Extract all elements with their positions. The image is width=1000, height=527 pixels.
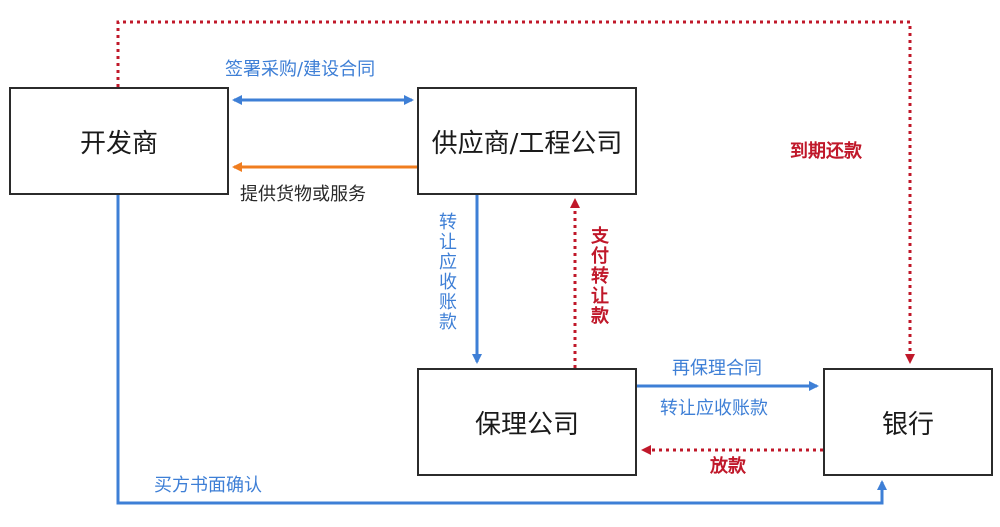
label-sign-contract: 签署采购/建设合同 (225, 59, 376, 80)
label-loan: 放款 (710, 456, 746, 477)
label-provide-goods: 提供货物或服务 (240, 184, 366, 205)
node-supplier: 供应商/工程公司 (417, 87, 637, 195)
node-developer: 开发商 (9, 87, 229, 195)
label-refactor-contract: 再保理合同 (672, 358, 762, 379)
label-pay-transfer: 支付转让款 (588, 226, 609, 326)
label-buyer-confirm: 买方书面确认 (154, 475, 262, 496)
label-repay-due: 到期还款 (790, 141, 862, 162)
node-developer-label: 开发商 (79, 128, 158, 159)
node-supplier-label: 供应商/工程公司 (431, 128, 623, 159)
node-bank: 银行 (823, 368, 993, 476)
node-factoring-label: 保理公司 (474, 409, 579, 440)
label-transfer-receivables-horizontal: 转让应收账款 (660, 398, 768, 419)
edge-buyer-confirm (116, 195, 887, 505)
node-factoring: 保理公司 (417, 368, 637, 476)
node-bank-label: 银行 (881, 409, 934, 440)
label-transfer-receivables-vertical: 转让应收账款 (436, 212, 457, 332)
